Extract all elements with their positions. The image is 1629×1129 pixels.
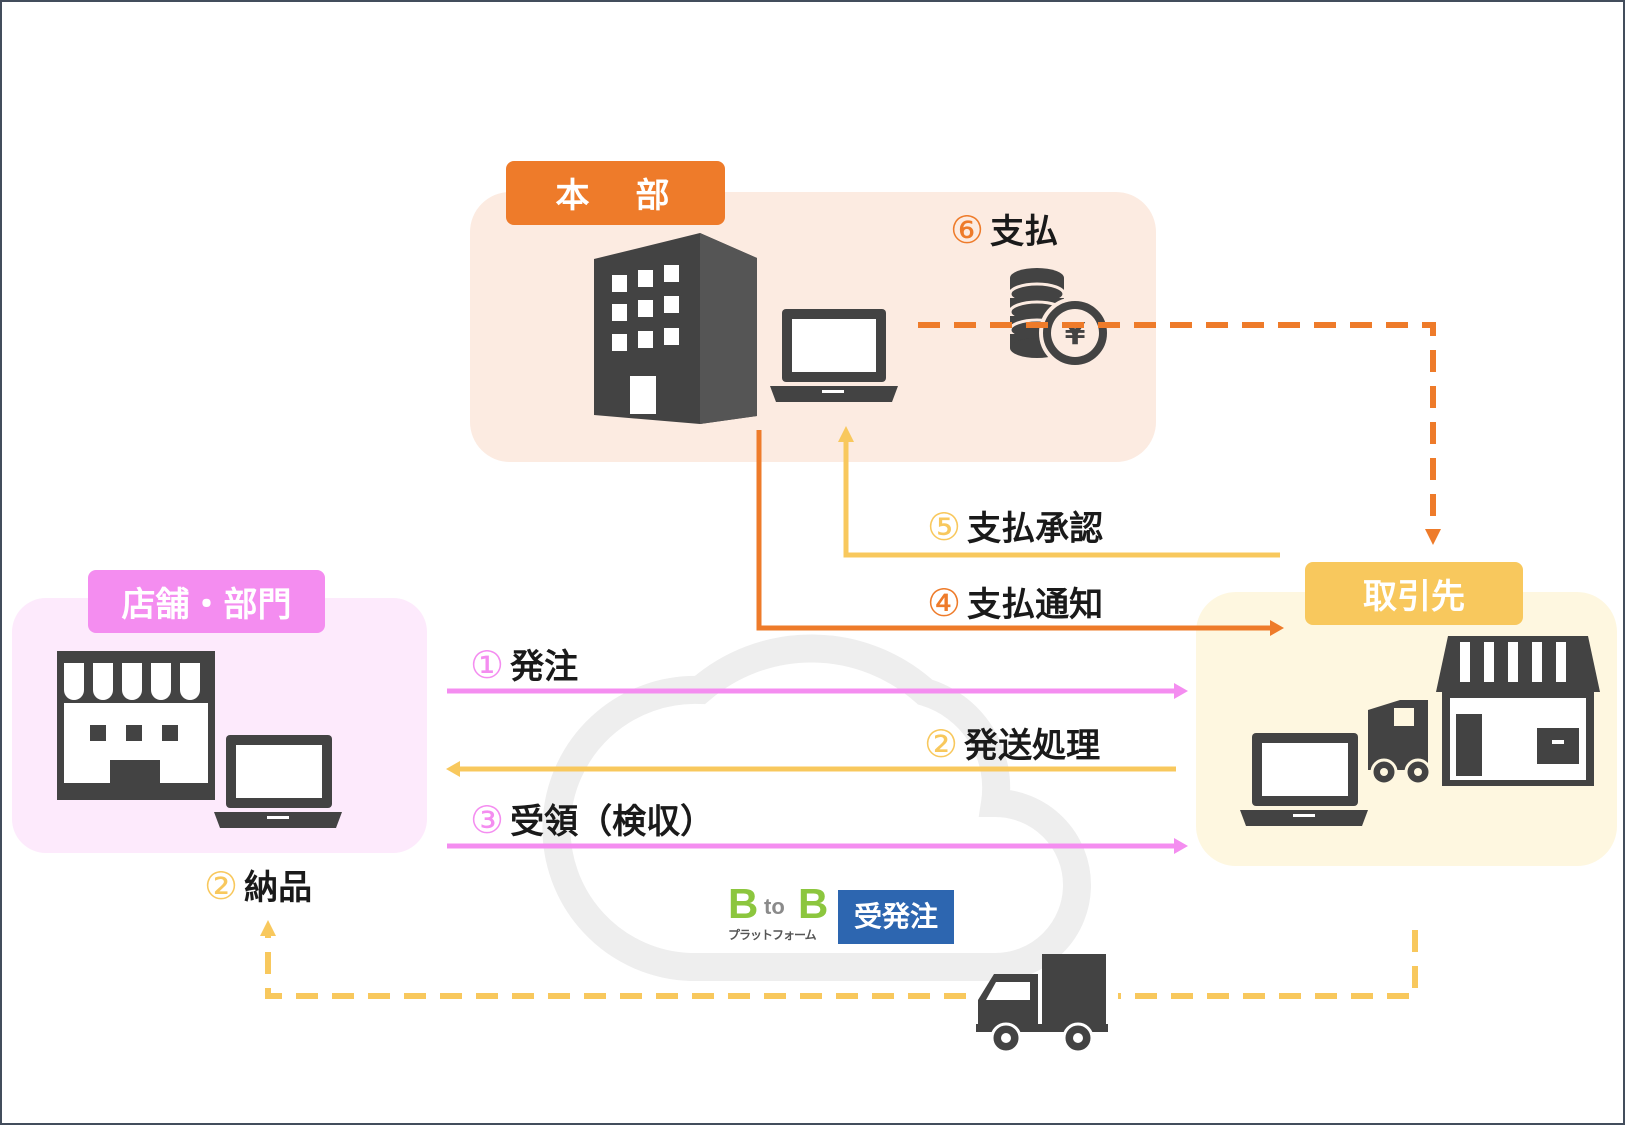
laptop-icon: [770, 309, 898, 402]
shop-icon: [1436, 636, 1600, 786]
payment-dashed-head: [1425, 529, 1441, 545]
truck-icon: [976, 954, 1108, 1054]
flow-text: 発送処理: [964, 726, 1101, 766]
flow-text: 受領（検収）: [510, 802, 715, 842]
flow-text: 支払承認: [967, 509, 1104, 549]
truck-icon: [1368, 700, 1432, 786]
flow-text: 納品: [244, 868, 313, 908]
shop-icon: [57, 651, 215, 800]
yen-coins-icon: ¥: [1008, 268, 1111, 369]
btob-logo-b2: B: [798, 880, 829, 927]
btob-logo: B to B プラットフォーム: [728, 880, 832, 942]
payment-dashed-line: [918, 322, 1436, 530]
flow-number: ⑥: [950, 208, 985, 252]
store-tag: 店舗・部門: [121, 585, 292, 625]
supplier-tag-bg: [1305, 562, 1523, 625]
btob-logo-to: to: [764, 894, 785, 919]
btob-logo-sub: プラットフォーム: [728, 928, 817, 942]
laptop-icon: [214, 735, 342, 828]
delivery-dashed-line-left: [265, 935, 966, 999]
hq-tag: 本 部: [555, 176, 676, 216]
supplier-tag: 取引先: [1363, 577, 1465, 617]
payment-notice-arrow-head: [1270, 620, 1284, 636]
flow-number: ②: [204, 864, 239, 908]
payment-approval-arrow-head: [838, 426, 854, 442]
flow-number: ①: [470, 643, 505, 687]
order-arrow-head: [1174, 683, 1188, 699]
payment-approval-arrow-line: [843, 440, 1280, 558]
flow-text: 支払: [990, 212, 1059, 252]
receipt-arrow-head: [1174, 838, 1188, 854]
building-icon: [594, 233, 757, 424]
flow-number: ④: [927, 581, 962, 625]
hq-tag-bg: [506, 161, 725, 225]
flow-text: 発注: [510, 647, 579, 687]
flow-number: ⑤: [927, 505, 962, 549]
btob-badge: 受発注: [838, 890, 954, 944]
payment-notice-arrow-line: [756, 430, 1270, 631]
btob-logo-b1: B: [728, 880, 759, 927]
delivery-dashed-head: [260, 920, 276, 936]
laptop-icon: [1240, 733, 1368, 826]
flow-text: 支払通知: [967, 585, 1104, 625]
flow-number: ②: [924, 722, 959, 766]
delivery-dashed-line: [1118, 930, 1418, 999]
shipping-arrow-head: [446, 761, 460, 777]
cloud-icon: [542, 634, 1091, 981]
flow-number: ③: [470, 798, 505, 842]
store-tag-bg: [88, 570, 325, 633]
